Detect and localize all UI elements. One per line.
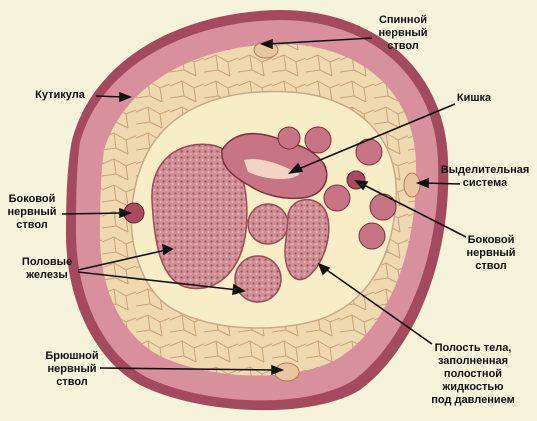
gonad-small-upper <box>248 204 288 244</box>
label-intestine: Кишка <box>448 92 500 105</box>
excretory-canal <box>404 173 420 197</box>
organ-circle <box>305 127 331 153</box>
organ-circle <box>278 127 300 149</box>
gonad-small-lower <box>235 256 281 302</box>
organ-circle <box>370 194 396 220</box>
organ-circle <box>359 223 385 249</box>
label-cuticle: Кутикула <box>24 89 96 102</box>
organ-circle <box>324 185 350 211</box>
